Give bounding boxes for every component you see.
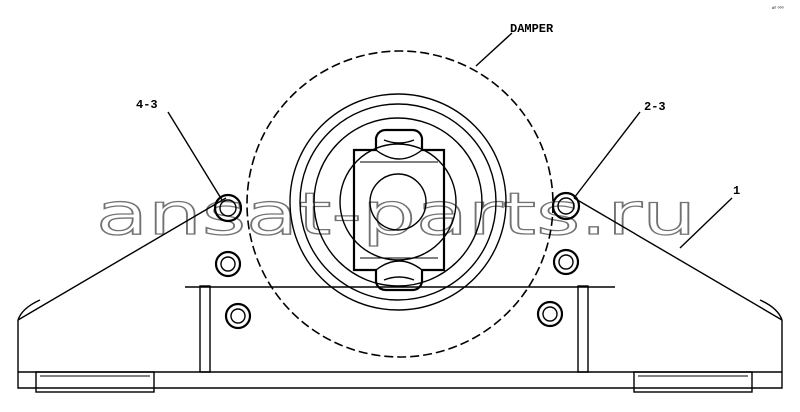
label-bolt-4-3: 4-3 bbox=[136, 98, 158, 112]
leader-lines bbox=[167, 32, 733, 249]
coupling-block bbox=[352, 128, 446, 292]
bolt-right-mid bbox=[552, 248, 580, 276]
corner-mark: ᴬ⁰ ⁰⁰⁰ bbox=[771, 6, 784, 12]
label-bracket-1: 1 bbox=[733, 184, 740, 198]
bolt-left-low bbox=[224, 302, 252, 330]
bottom-pads bbox=[35, 371, 753, 393]
bracket-ribs bbox=[199, 285, 589, 373]
bolt-right-top bbox=[551, 191, 581, 221]
bolt-left-top bbox=[213, 193, 243, 223]
bolt-right-low bbox=[536, 300, 564, 328]
label-damper: DAMPER bbox=[510, 22, 554, 36]
hub bbox=[289, 93, 507, 311]
bolt-left-mid bbox=[214, 250, 242, 278]
label-bolt-2-3: 2-3 bbox=[644, 100, 666, 114]
watermark: ansat-parts.ru bbox=[96, 180, 696, 248]
